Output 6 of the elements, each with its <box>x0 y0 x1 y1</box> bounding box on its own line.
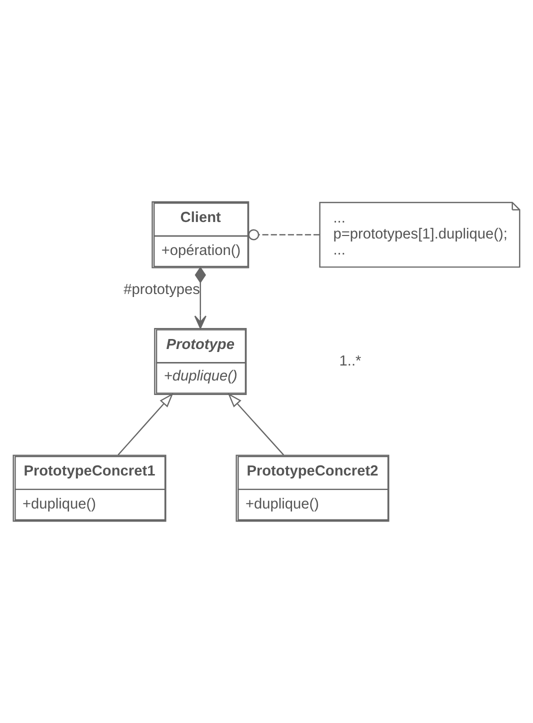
edge-label: #prototypes <box>124 282 200 298</box>
label: 1..* <box>339 353 362 370</box>
arrow <box>194 266 206 329</box>
arrow <box>118 393 174 456</box>
arrow <box>228 393 284 456</box>
connector <box>248 229 320 240</box>
